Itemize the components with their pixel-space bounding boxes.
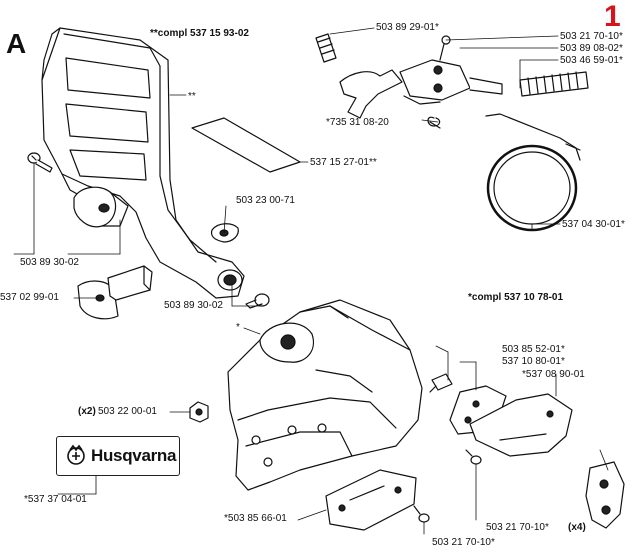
label-503-21-70-10-top: 503 21 70-10* [560, 31, 623, 42]
brake-band [485, 113, 581, 232]
section-letter: A [6, 28, 27, 59]
brake-lever-part [77, 265, 153, 320]
label-537-08-90-01: *537 08 90-01 [522, 369, 585, 380]
logo-text: Husqvarna [91, 446, 177, 465]
label-735-31-08-20: *735 31 08-20 [326, 117, 389, 128]
label-537-04-30-01: 537 04 30-01* [562, 219, 625, 230]
screw-bottom [413, 505, 430, 523]
label-503-89-30-02-mid: 503 89 30-02 [164, 300, 223, 311]
label-x4: (x4) [568, 522, 586, 533]
chain-brake-handle [41, 27, 245, 299]
label-compl-chain-brake: **compl 537 15 93-02 [150, 28, 249, 39]
label-503-85-66-01: *503 85 66-01 [224, 513, 287, 524]
brake-spring-left [73, 186, 129, 228]
label-537-02-99-01: 537 02 99-01 [0, 292, 59, 303]
label-star-single: * [236, 322, 240, 333]
label-503-85-52-01: 503 85 52-01* [502, 344, 565, 355]
label-x2: (x2) [78, 406, 96, 417]
tensioner-part [585, 461, 625, 529]
decal-card [191, 117, 301, 173]
label-503-89-29-01: 503 89 29-01* [376, 22, 439, 33]
label-503-22-00-01: 503 22 00-01 [98, 406, 157, 417]
label-537-10-80-01: 537 10 80-01* [502, 356, 565, 367]
leader-lines [13, 27, 609, 535]
label-503-21-70-10-low: 503 21 70-10* [432, 537, 495, 548]
coil-spring [519, 71, 589, 97]
guard-part [469, 393, 573, 457]
label-503-46-59-01: 503 46 59-01* [560, 55, 623, 66]
label-star-star: ** [188, 91, 196, 102]
page-number: 1 [604, 0, 621, 33]
label-503-89-30-02-left: 503 89 30-02 [20, 257, 79, 268]
label-537-37-04-01: *537 37 04-01 [24, 494, 87, 505]
brake-lever-mechanism [315, 33, 503, 129]
washer-part [210, 223, 239, 243]
clutch-cover [227, 299, 423, 491]
husqvarna-crown-icon [67, 444, 85, 465]
bolt-left [27, 152, 53, 173]
husqvarna-decal: Husqvarna [56, 436, 180, 476]
nut-left [189, 401, 209, 423]
label-537-15-27-01: 537 15 27-01** [310, 157, 377, 168]
label-503-89-08-02: 503 89 08-02* [560, 43, 623, 54]
stud-part [429, 373, 453, 393]
label-compl-clutch-cover: *compl 537 10 78-01 [468, 292, 564, 303]
label-503-23-00-71: 503 23 00-71 [236, 195, 295, 206]
screw-x4 [465, 449, 482, 465]
cover-plate [325, 469, 417, 531]
label-503-21-70-10-bot: 503 21 70-10* [486, 522, 549, 533]
